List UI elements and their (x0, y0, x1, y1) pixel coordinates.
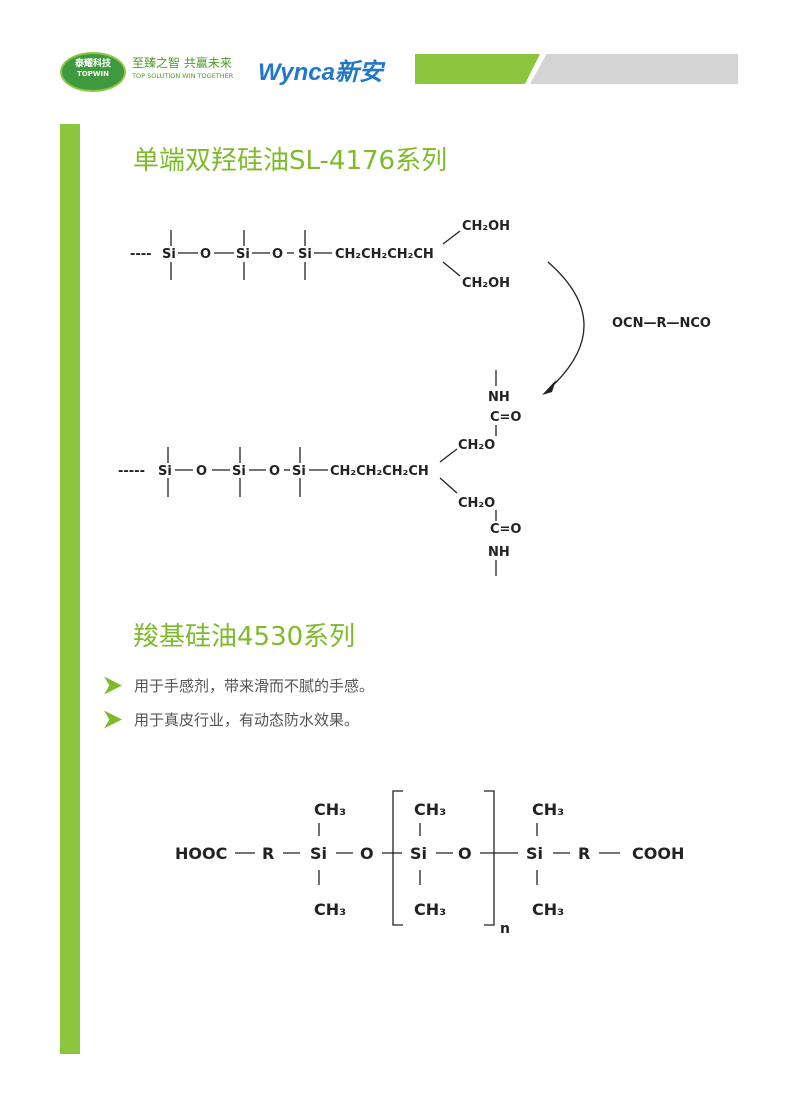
atom-si: Si (232, 464, 246, 479)
right-bracket (484, 790, 495, 926)
reagent-diisocyanate: OCN—R—NCO (612, 316, 711, 331)
side-accent-bar (60, 124, 80, 1054)
atom-si: Si (292, 464, 306, 479)
topwin-logo (60, 52, 126, 92)
bullet-item: 用于真皮行业，有动态防水效果。 (104, 709, 359, 730)
slogan-cn: 至臻之智 共赢未来 (132, 56, 232, 70)
r-group: R (578, 844, 590, 863)
repeat-subscript: n (500, 921, 510, 937)
section-title-4530: 羧基硅油4530系列 (133, 622, 356, 652)
methyl: CH₃ (314, 800, 346, 819)
atom-o: O (360, 844, 374, 863)
atom-o: O (458, 844, 472, 863)
methyl: CH₃ (314, 900, 346, 919)
alkyl-chain: CH₂CH₂CH₂CH (330, 464, 429, 479)
logo-en-text: TOPWIN (76, 70, 110, 78)
reaction-arrow (547, 261, 585, 391)
nh-top: NH (488, 390, 510, 405)
atom-si: Si (298, 247, 312, 262)
carbonyl-top: C=O (490, 410, 521, 425)
atom-o: O (272, 247, 283, 262)
nh-bottom: NH (488, 545, 510, 560)
structure-carboxyl-silicone: HOOC R Si O Si O Si R COOH CH₃ CH₃ CH₃ C… (175, 790, 684, 937)
atom-o: O (269, 464, 280, 479)
atom-si: Si (526, 844, 543, 863)
atom-si: Si (236, 247, 250, 262)
left-bracket (392, 790, 403, 926)
alkyl-chain: CH₂CH₂CH₂CH (335, 247, 434, 262)
bullet-item: 用于手感剂，带来滑而不腻的手感。 (104, 675, 374, 696)
bullet-text: 用于手感剂，带来滑而不腻的手感。 (134, 677, 375, 695)
atom-si: Si (310, 844, 327, 863)
carbonyl-bottom: C=O (490, 522, 521, 537)
section-title-sl4176: 单端双羟硅油SL-4176系列 (133, 146, 448, 176)
hooc-group: HOOC (175, 844, 227, 863)
atom-si: Si (410, 844, 427, 863)
wynca-logo: Wynca新安 (258, 59, 383, 86)
atom-si: Si (162, 247, 176, 262)
methyl: CH₃ (532, 800, 564, 819)
cooh-group: COOH (632, 844, 684, 863)
r-group: R (262, 844, 274, 863)
ch2oh-top: CH₂OH (462, 219, 510, 234)
methyl: CH₃ (414, 900, 446, 919)
methyl: CH₃ (414, 800, 446, 819)
ch2o-bottom: CH₂O (458, 496, 495, 511)
atom-si: Si (158, 464, 172, 479)
slogan-en: TOP SOLUTION WIN TOGETHER (132, 72, 234, 80)
dash-chain: ---- (130, 247, 152, 262)
header-band-grey (530, 54, 738, 84)
ch2o-top: CH₂O (458, 438, 495, 453)
header-band-green (415, 54, 540, 84)
structure-urethane: ----- Si O Si O Si CH₂CH₂CH₂CH CH₂O CH₂O… (118, 370, 521, 576)
structure-diol-silicone: ---- Si O Si O Si CH₂CH₂CH₂CH CH₂OH CH₂O… (130, 219, 510, 291)
ch2oh-bottom: CH₂OH (462, 276, 510, 291)
arrow-head-icon (542, 380, 556, 395)
methyl: CH₃ (532, 900, 564, 919)
bullet-text: 用于真皮行业，有动态防水效果。 (134, 711, 360, 729)
dash-chain: ----- (118, 464, 145, 479)
atom-o: O (200, 247, 211, 262)
logo-cn-text: 泰耀科技 (74, 59, 111, 69)
atom-o: O (196, 464, 207, 479)
